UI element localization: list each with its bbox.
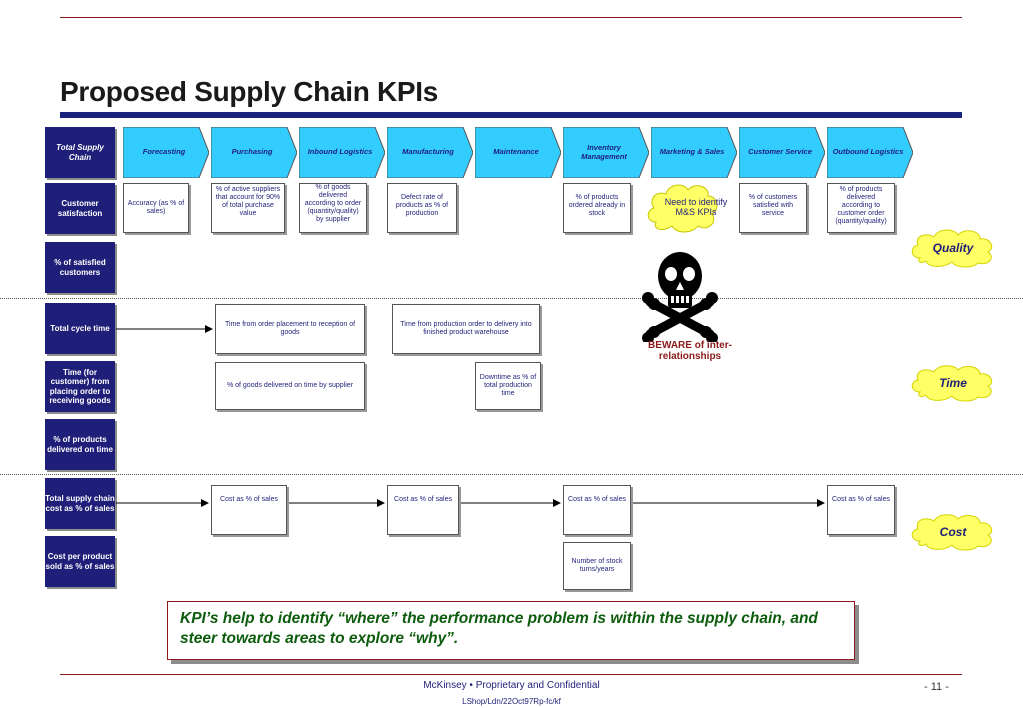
top-rule (60, 17, 962, 18)
kpi-stock-turns: Number of stock turns/years (563, 542, 631, 590)
stage-marketing-sales: Marketing & Sales (651, 127, 737, 178)
stage-forecasting: Forecasting (123, 127, 209, 178)
total-supply-chain-header: Total Supply Chain (45, 127, 115, 178)
stage-manufacturing: Manufacturing (387, 127, 473, 178)
row-time-to-receive: Time (for customer) from placing order t… (45, 361, 115, 412)
ms-kpi-cloud: Need to identify M&S KPIs (644, 180, 727, 234)
row-total-cycle-time: Total cycle time (45, 303, 115, 354)
cost-cloud: Cost (910, 513, 996, 551)
kpi-purchasing-suppliers: % of active suppliers that account for 9… (211, 183, 285, 233)
title-underline (60, 112, 962, 118)
row-cost-per-product: Cost per product sold as % of sales (45, 536, 115, 587)
kpi-inbound-delivered: % of goods delivered according to order … (299, 183, 367, 233)
kpi-order-to-reception: Time from order placement to reception o… (215, 304, 365, 354)
stage-maintenance: Maintenance (475, 127, 561, 178)
kpi-cost-purchasing: Cost as % of sales (211, 485, 287, 535)
beware-note: BEWARE of inter-relationships (648, 340, 732, 362)
kpi-production-to-delivery: Time from production order to delivery i… (392, 304, 540, 354)
page-title: Proposed Supply Chain KPIs (60, 76, 439, 107)
row-satisfied-customers: % of satisfied customers (45, 242, 115, 293)
time-cost-separator (0, 474, 1023, 475)
stage-outbound-logistics: Outbound Logistics (827, 127, 913, 178)
kpi-customer-service-satisfied: % of customers satisfied with service (739, 183, 807, 233)
kpi-forecasting-accuracy: Accuracy (as % of sales) (123, 183, 189, 233)
skull-crossbones-icon (640, 246, 720, 344)
bottom-rule (60, 674, 962, 675)
row-products-on-time: % of products delivered on time (45, 419, 115, 470)
kpi-manufacturing-defect: Defect rate of products as % of producti… (387, 183, 457, 233)
kpi-outbound-delivered: % of products delivered according to cus… (827, 183, 895, 233)
kpi-downtime: Downtime as % of total production time (475, 362, 541, 410)
time-cloud: Time (910, 364, 996, 402)
kpi-callout: KPI’s help to identify “where” the perfo… (167, 601, 855, 660)
quality-time-separator (0, 298, 1023, 299)
stage-purchasing: Purchasing (211, 127, 297, 178)
quality-cloud: Quality (910, 228, 996, 268)
page-number: - 11 - (924, 681, 949, 693)
row-total-cost: Total supply chain cost as % of sales (45, 478, 115, 529)
kpi-cost-inventory: Cost as % of sales (563, 485, 631, 535)
kpi-goods-on-time: % of goods delivered on time by supplier (215, 362, 365, 410)
kpi-cost-outbound: Cost as % of sales (827, 485, 895, 535)
footer-confidential: McKinsey • Proprietary and Confidential (423, 680, 600, 691)
stage-customer-service: Customer Service (739, 127, 825, 178)
stage-inbound-logistics: Inbound Logistics (299, 127, 385, 178)
footer-reference: LShop/Ldn/22Oct97Rp-fc/kf (462, 697, 561, 706)
row-customer-satisfaction: Customer satisfaction (45, 183, 115, 234)
stage-inventory-management: Inventory Management (563, 127, 649, 178)
kpi-cost-manufacturing: Cost as % of sales (387, 485, 459, 535)
kpi-inventory-stock: % of products ordered already in stock (563, 183, 631, 233)
